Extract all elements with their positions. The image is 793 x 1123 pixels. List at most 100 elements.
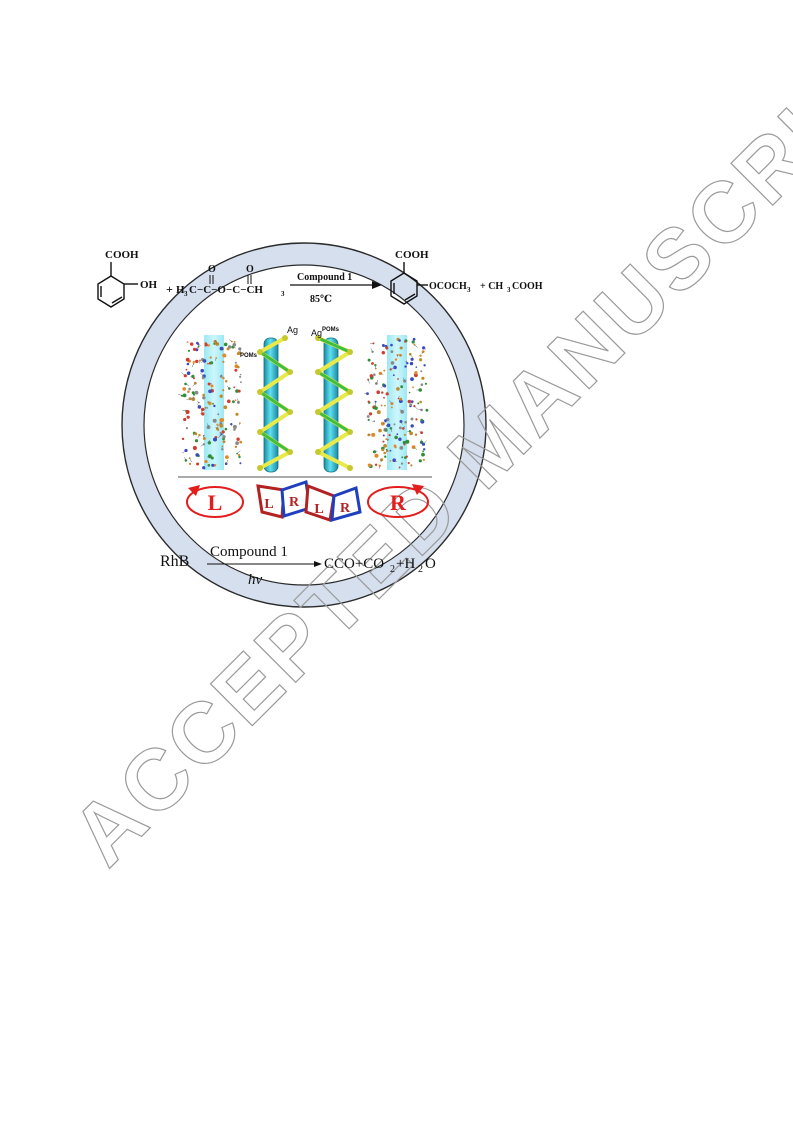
packing-atom (374, 453, 379, 458)
packing-atom (396, 387, 400, 391)
packing-atom (419, 400, 423, 404)
packing-atom (202, 466, 206, 470)
packing-atom (389, 460, 392, 462)
packing-atom (240, 381, 242, 384)
packing-bond (413, 373, 417, 376)
right-helix-poms-label: POMs (322, 327, 340, 333)
packing-atom (194, 390, 199, 395)
packing-atom (219, 423, 224, 428)
packing-atom (404, 365, 407, 368)
packing-atom (399, 397, 403, 401)
packing-atom (393, 365, 397, 370)
packing-atom (222, 353, 227, 358)
packing-atom (222, 389, 225, 392)
packing-atom (425, 408, 429, 412)
packing-atom (212, 418, 217, 423)
packing-bond (181, 372, 186, 376)
packing-bond (201, 360, 205, 363)
left-chirality-symbol: L (186, 485, 244, 518)
packing-atom (192, 393, 196, 396)
packing-bond (200, 410, 203, 414)
packing-bond (385, 449, 387, 454)
packing-atom (382, 434, 385, 437)
ribbon-label-2: R (289, 495, 300, 510)
packing-atom (383, 396, 385, 399)
packing-atom (414, 433, 418, 436)
rhb-label: RhB (160, 553, 189, 570)
packing-atom (419, 358, 423, 362)
packing-atom (202, 393, 205, 397)
anhydride-h-label: H (176, 284, 185, 296)
packing-atom (197, 405, 202, 409)
packing-atom (187, 349, 191, 352)
packing-atom (367, 418, 370, 421)
packing-bond (197, 400, 199, 403)
packing-atom (213, 464, 217, 467)
packing-atom (239, 440, 243, 444)
packing-atom (207, 464, 211, 467)
aspirin-acetoxy-label: OCOCH (429, 281, 467, 292)
packing-bond (232, 346, 236, 349)
packing-atom (237, 389, 241, 393)
packing-bond (215, 426, 218, 429)
packing-bond (414, 344, 418, 348)
packing-atom (390, 361, 395, 365)
packing-atom (412, 386, 414, 389)
packing-atom (400, 462, 404, 465)
packing-atom (197, 342, 200, 346)
acetic-acid-prefix: + CH (480, 281, 503, 292)
packing-atom (374, 463, 378, 466)
packing-bond (185, 383, 190, 386)
packing-bond (419, 431, 422, 433)
right-packing-atoms (364, 337, 429, 469)
packing-atom (415, 366, 418, 368)
packing-atom (223, 342, 228, 347)
packing-atom (239, 462, 242, 465)
packing-atom (412, 337, 416, 341)
packing-atom (381, 448, 385, 452)
ribbon-label-3: L (314, 502, 323, 517)
right-packing-view (364, 335, 429, 470)
packing-atom (219, 431, 222, 434)
packing-atom (384, 419, 387, 422)
packing-atom (188, 462, 192, 465)
packing-bond (196, 345, 199, 349)
packing-atom (398, 339, 401, 342)
packing-atom (224, 427, 228, 431)
left-packing-atoms (178, 339, 243, 470)
packing-atom (201, 412, 205, 416)
packing-atom (186, 371, 191, 376)
products-part-c: O (425, 556, 436, 572)
packing-atom (400, 385, 404, 389)
packing-atom (221, 448, 224, 451)
packing-bond (184, 457, 187, 461)
packing-atom (235, 441, 240, 445)
right-chirality-label: R (390, 490, 407, 515)
packing-atom (383, 369, 386, 372)
packing-atom (238, 453, 241, 457)
packing-atom (221, 430, 225, 434)
packing-atom (390, 343, 393, 347)
packing-atom (380, 404, 383, 407)
packing-bond (390, 428, 393, 433)
packing-bond (226, 385, 230, 389)
aspirin-acetoxy-subscript: 3 (467, 286, 471, 294)
anhydride-h-subscript: 3 (184, 290, 188, 298)
packing-bond (207, 423, 209, 428)
packing-atom (405, 360, 408, 363)
left-helix (257, 335, 293, 473)
packing-atom (234, 445, 238, 448)
acetic-acid-suffix: COOH (512, 281, 543, 292)
right-chirality-symbol: R (367, 484, 429, 518)
packing-bond (385, 347, 388, 350)
packing-atom (224, 379, 228, 383)
packing-bond (219, 346, 222, 349)
products-subscript-1: 2 (390, 564, 395, 575)
packing-atom (415, 418, 418, 421)
acetic-anhydride-structure: H 3 C−C−O−C−CH 3 O O (176, 264, 285, 298)
packing-bond (178, 393, 183, 396)
packing-atom (222, 440, 226, 444)
packing-atom (378, 428, 382, 433)
packing-bond (239, 348, 241, 353)
packing-bond (200, 372, 205, 377)
